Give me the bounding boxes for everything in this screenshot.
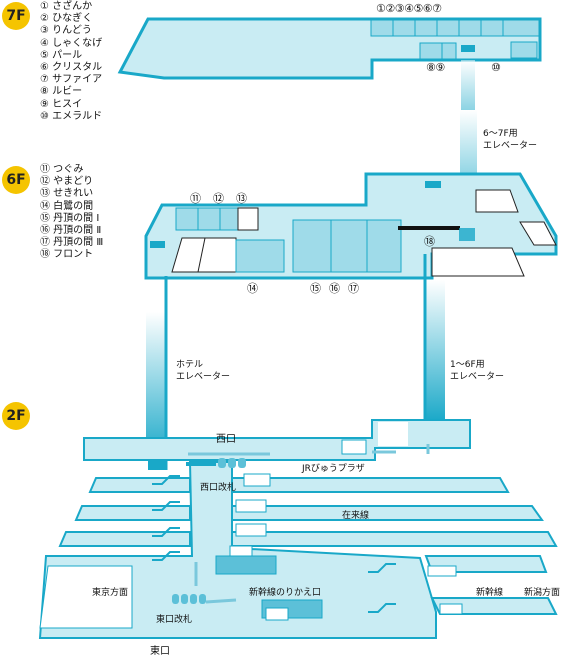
floor-6f-plan [144, 172, 558, 280]
legend-7f: ① さざんか ② ひなぎく ③ りんどう ④ しゃくなげ ⑤ パール ⑥ クリス… [40, 1, 102, 123]
white-rooms-6f [171, 189, 557, 277]
label-elevator-6-7f-line1: 6～7F用 [483, 129, 518, 139]
legend-6f-item: ⑪ つぐみ [40, 164, 84, 175]
label-room-11: ⑪ [190, 192, 201, 205]
label-room-10: ⑩ [491, 61, 501, 74]
label-elevator-1-6f-line1: 1～6F用 [450, 360, 485, 370]
legend-6f-item: ⑬ せきれい [40, 188, 94, 200]
west-gate-machines [218, 458, 246, 468]
label-east-exit: 東口 [150, 646, 170, 657]
badge-6f: 6F [2, 166, 30, 194]
stairs [229, 439, 463, 621]
label-hotel-elevator-line1: ホテル [176, 360, 204, 370]
escalators [152, 475, 396, 613]
legend-7f-item: ① さざんか [40, 1, 93, 12]
legend-6f: ⑪ つぐみ ⑫ やまどり ⑬ せきれい ⑭ 白鷺の間 ⑮ 丹頂の間 Ⅰ ⑯ 丹頂… [40, 164, 103, 262]
label-shinkansen-transfer: 新幹線のりかえ口 [249, 588, 322, 598]
legend-6f-item: ⑱ フロント [40, 249, 94, 261]
shinkansen-gate-a [215, 555, 277, 575]
elevator-door-7f [461, 45, 475, 52]
rooms-15-17 [292, 219, 402, 273]
label-room-13: ⑬ [236, 192, 247, 205]
label-elevator-1-6f-line2: エレベーター [450, 372, 505, 382]
label-room-14: ⑭ [247, 282, 258, 295]
direction-arrows [188, 444, 430, 604]
legend-7f-item: ② ひなぎく [40, 13, 93, 25]
elevator-door-6f-a [150, 241, 165, 248]
label-west-exit: 西口 [216, 434, 236, 445]
label-rooms-8-9: ⑧⑨ [426, 61, 445, 74]
legend-6f-item: ⑯ 丹頂の間 Ⅱ [40, 225, 102, 237]
legend-6f-item: ⑰ 丹頂の間 Ⅲ [40, 237, 104, 249]
room-10 [510, 41, 538, 59]
elevator-shaft-1-6f [423, 254, 445, 430]
label-west-gate: 西口改札 [200, 483, 237, 493]
east-gate-machines [172, 594, 206, 604]
legend-7f-item: ③ りんどう [40, 25, 92, 37]
label-east-gate: 東口改札 [156, 615, 193, 625]
label-room-18: ⑱ [424, 235, 435, 248]
legend-7f-item: ④ しゃくなげ [40, 37, 103, 49]
label-tokyo-direction: 東京方面 [92, 588, 129, 598]
elevator-door-6f-b [425, 181, 441, 188]
legend-6f-item: ⑫ やまどり [40, 176, 94, 188]
label-room-16: ⑯ [329, 282, 340, 295]
legend-7f-item: ⑨ ヒスイ [40, 98, 83, 110]
label-zairai: 在来線 [342, 511, 370, 521]
rooms-11-13 [175, 207, 259, 231]
label-hotel-elevator-line2: エレベーター [176, 372, 231, 382]
label-shinkansen: 新幹線 [476, 588, 504, 598]
legend-6f-item: ⑮ 丹頂の間 Ⅰ [40, 212, 100, 224]
label-elevator-6-7f-line2: エレベーター [483, 141, 538, 151]
label-room-12: ⑫ [213, 192, 224, 205]
floor-7f-plan [117, 17, 542, 80]
badge-7f: 7F [2, 2, 30, 30]
elevator-door-6f-c [459, 228, 475, 241]
badge-2f: 2F [2, 402, 30, 430]
label-rooms-1-7: ①②③④⑤⑥⑦ [376, 2, 442, 15]
label-room-15: ⑮ [310, 282, 321, 295]
label-niigata-direction: 新潟方面 [524, 588, 561, 598]
legend-7f-item: ⑤ パール [40, 49, 83, 61]
legend-7f-item: ⑥ クリスタル [40, 62, 103, 74]
legend-6f-item: ⑭ 白鷺の間 [40, 200, 94, 212]
legend-7f-item: ⑧ ルビー [40, 86, 83, 98]
label-room-17: ⑰ [348, 282, 359, 295]
room-14 [235, 239, 285, 273]
floor-2f-plan [38, 419, 558, 639]
rooms-8-9 [419, 42, 457, 60]
label-jr-plaza: JRびゅうプラザ [302, 464, 365, 474]
legend-7f-item: ⑦ サファイア [40, 74, 103, 86]
legend-7f-item: ⑩ エメラルド [40, 110, 103, 122]
rooms-1-7 [370, 19, 540, 37]
